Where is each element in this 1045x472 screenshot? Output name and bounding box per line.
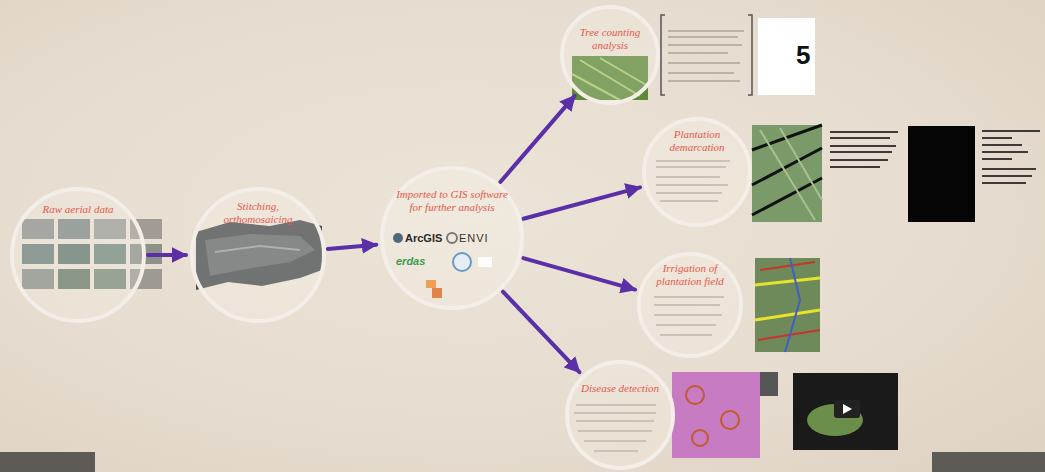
flow-arrow <box>148 253 186 257</box>
software-logo: ENVI <box>459 232 499 245</box>
aerial-photo <box>755 278 820 320</box>
step-title: Imported to GIS software for further ana… <box>392 188 512 213</box>
software-logo: ArcGIS <box>405 232 451 245</box>
circle-outline <box>567 362 673 468</box>
step-title: Irrigation of plantation field <box>648 262 732 287</box>
circle-outline <box>192 189 324 321</box>
circle-outline <box>639 254 741 356</box>
step-circle: Raw aerial data <box>10 187 146 323</box>
aerial-photo <box>758 262 820 340</box>
circle-outline <box>565 360 675 470</box>
step-circle: Tree counting analysis <box>560 5 660 105</box>
aerial-photo <box>752 125 822 222</box>
text-lines <box>982 130 1040 184</box>
circle-outline <box>12 189 144 321</box>
text-lines <box>830 131 898 168</box>
play-button <box>834 400 860 418</box>
step-circle: Stitching, orthomosaicing <box>190 187 326 323</box>
corner-bar <box>0 452 95 472</box>
circle-outline <box>644 119 750 225</box>
step-title: Raw aerial data <box>30 203 126 216</box>
step-title: Stitching, orthomosaicing <box>205 200 311 225</box>
aerial-photo <box>692 430 708 446</box>
aerial-photo <box>785 258 800 352</box>
step-circle: Irrigation of plantation field <box>637 252 743 358</box>
circle-outline <box>382 168 522 308</box>
step-title: Disease detection <box>578 382 662 395</box>
video-thumb <box>793 373 898 450</box>
step-title: Plantation demarcation <box>652 128 742 153</box>
aerial-photo <box>672 372 760 458</box>
aerial-photo <box>755 258 820 352</box>
flow-arrow <box>523 258 635 290</box>
bracket <box>661 15 752 95</box>
corner-bar <box>932 452 1045 472</box>
text-lines <box>668 30 744 82</box>
circle-outline <box>380 166 524 310</box>
step-circle: Disease detection <box>565 360 675 470</box>
flow-arrow <box>328 245 377 249</box>
aerial-photo <box>686 386 704 404</box>
flow-arrow <box>503 292 579 373</box>
software-logo: erdas <box>396 255 446 268</box>
step-title: Tree counting analysis <box>568 26 652 51</box>
aerial-photo <box>760 128 822 220</box>
slide-box <box>758 18 815 95</box>
aerial-photo <box>760 372 778 396</box>
circle-outline <box>562 7 658 103</box>
slide-box <box>908 126 975 222</box>
flow-arrow <box>523 187 640 218</box>
aerial-photo <box>721 411 739 429</box>
flow-arrow <box>500 96 574 182</box>
step-circle: Imported to GIS software for further ana… <box>380 166 524 310</box>
circle-outline <box>560 5 660 105</box>
play-button <box>843 404 852 414</box>
slide-number: 5 <box>796 40 810 71</box>
step-circle: Plantation demarcation <box>642 117 752 227</box>
